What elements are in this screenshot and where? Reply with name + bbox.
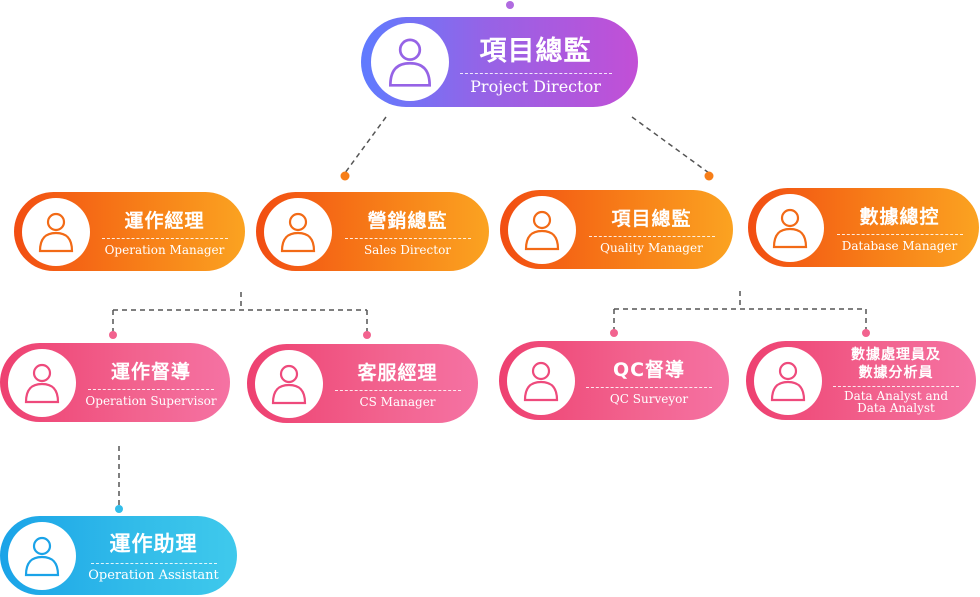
person-icon bbox=[508, 195, 576, 264]
node-title-en: Sales Director bbox=[363, 243, 452, 258]
node-title-en: Operation Supervisor bbox=[85, 394, 217, 409]
person-icon bbox=[8, 521, 76, 590]
connector-dot bbox=[115, 505, 123, 513]
connector-dot bbox=[862, 329, 870, 337]
node-title-en-line2: Data Analyst bbox=[857, 401, 935, 416]
node-quality-manager: 項目總監 Quality Manager bbox=[500, 190, 733, 269]
node-title-zh: 營銷總監 bbox=[367, 210, 448, 233]
node-cs-manager: 客服經理 CS Manager bbox=[247, 344, 478, 423]
node-title-en: Database Manager bbox=[841, 239, 958, 254]
node-title-zh: QC督導 bbox=[612, 359, 686, 382]
node-database-manager: 數據總控 Database Manager bbox=[748, 188, 979, 267]
connector-dot bbox=[340, 171, 350, 181]
node-data-analyst: 數據處理員及 數據分析員 Data Analyst and Data Analy… bbox=[746, 341, 976, 420]
person-icon bbox=[756, 193, 824, 262]
node-title-zh: 數據總控 bbox=[859, 206, 940, 229]
node-sales-director: 營銷總監 Sales Director bbox=[256, 192, 489, 271]
node-title-zh: 項目總監 bbox=[479, 35, 592, 67]
person-icon bbox=[22, 197, 90, 266]
node-title-zh: 運作助理 bbox=[109, 532, 198, 557]
node-title-zh: 項目總監 bbox=[611, 208, 692, 231]
node-title-en-line1: Data Analyst and bbox=[843, 388, 949, 403]
connector-dot bbox=[610, 329, 618, 337]
node-title-zh: 運作督導 bbox=[110, 361, 191, 384]
person-icon bbox=[371, 23, 449, 101]
node-operation-manager: 運作經理 Operation Manager bbox=[14, 192, 245, 271]
person-icon bbox=[754, 346, 822, 415]
node-title-zh-line1: 數據處理員及 bbox=[851, 347, 941, 364]
node-title-zh: 運作經理 bbox=[124, 210, 205, 233]
node-title-en: Quality Manager bbox=[600, 241, 703, 256]
connector-dot bbox=[704, 171, 714, 181]
node-project-director: 項目總監 Project Director bbox=[361, 17, 638, 107]
node-title-en: Operation Manager bbox=[104, 243, 225, 258]
person-icon bbox=[8, 348, 76, 417]
node-title-zh: 客服經理 bbox=[357, 362, 438, 385]
node-title-en: CS Manager bbox=[359, 395, 436, 410]
connector-dot bbox=[109, 331, 117, 339]
node-title-en: Operation Assistant bbox=[88, 568, 219, 584]
connector-dot bbox=[506, 1, 514, 9]
node-title-en: Project Director bbox=[470, 76, 601, 96]
person-icon bbox=[255, 349, 323, 418]
node-operation-supervisor: 運作督導 Operation Supervisor bbox=[0, 343, 230, 422]
node-title-zh-line2: 數據分析員 bbox=[858, 365, 934, 382]
person-icon bbox=[507, 346, 575, 415]
node-qc-surveyor: QC督導 QC Surveyor bbox=[499, 341, 729, 420]
node-operation-assistant: 運作助理 Operation Assistant bbox=[0, 516, 237, 595]
node-title-en: QC Surveyor bbox=[609, 392, 689, 407]
person-icon bbox=[264, 197, 332, 266]
connector-dot bbox=[363, 331, 371, 339]
